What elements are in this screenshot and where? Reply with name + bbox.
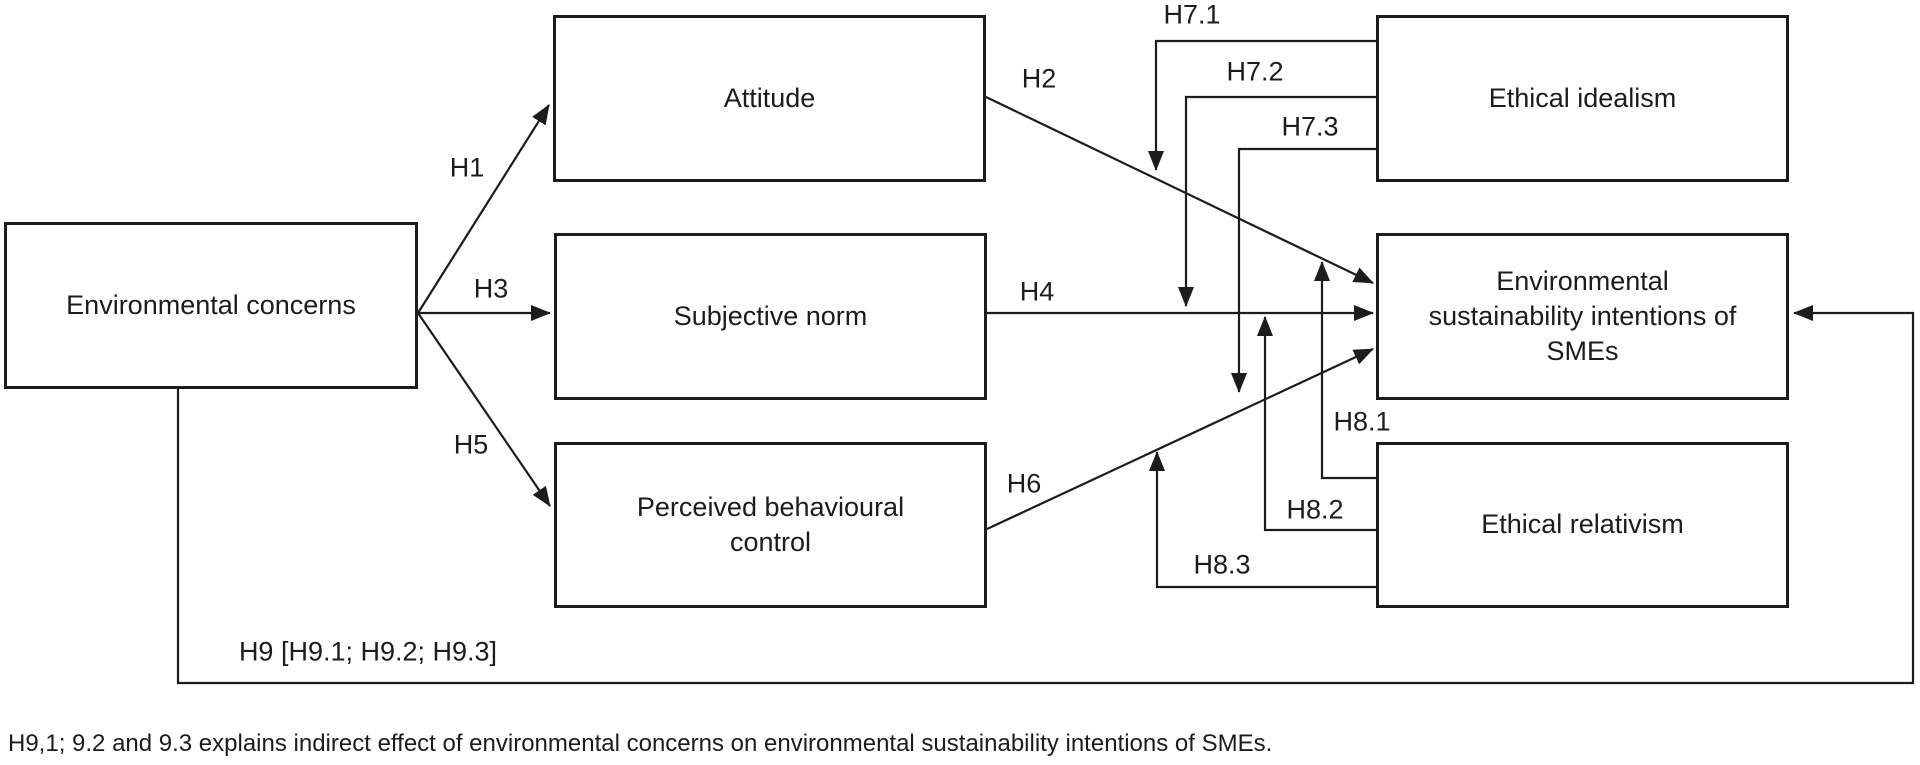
arrow-h5 <box>417 312 551 507</box>
arrow-h1 <box>417 104 550 314</box>
node-ethical-idealism: Ethical idealism <box>1376 15 1789 182</box>
arrow-h7-2 <box>1178 95 1376 307</box>
arrow-h8-1 <box>1314 261 1376 480</box>
node-ethical-relativism-label: Ethical relativism <box>1481 509 1684 540</box>
hypothesis-label-h7-1: H7.1 <box>1163 0 1221 30</box>
node-perceived-behavioural-control-label: Perceived behavioural control <box>636 491 905 557</box>
arrow-h8-3 <box>1149 451 1376 589</box>
node-environmental-sustainability-intentions-label: Environmental sustainability intentions … <box>1428 265 1737 367</box>
node-environmental-concerns-label: Environmental concerns <box>66 289 356 320</box>
arrow-h7-3 <box>1231 147 1376 393</box>
hypothesis-label-h2: H2 <box>1021 63 1057 94</box>
node-environmental-sustainability-intentions: Environmental sustainability intentions … <box>1376 233 1789 400</box>
node-attitude-label: Attitude <box>723 82 816 113</box>
arrow-h8-2 <box>1257 316 1376 532</box>
node-subjective-norm: Subjective norm <box>554 233 987 400</box>
node-ethical-idealism-label: Ethical idealism <box>1488 82 1677 113</box>
arrow-h7-1 <box>1148 39 1376 171</box>
arrow-h6 <box>986 348 1374 530</box>
hypothesis-label-h4: H4 <box>1019 276 1055 307</box>
arrow-h2 <box>985 96 1374 284</box>
hypothesis-label-h7-2: H7.2 <box>1226 56 1284 87</box>
hypothesis-label-h8-3: H8.3 <box>1193 549 1251 580</box>
node-environmental-concerns: Environmental concerns <box>4 222 418 389</box>
diagram-footnote: H9,1; 9.2 and 9.3 explains indirect effe… <box>8 730 1273 757</box>
hypothesis-label-h3: H3 <box>473 273 509 304</box>
node-subjective-norm-label: Subjective norm <box>673 300 868 331</box>
node-attitude: Attitude <box>553 15 986 182</box>
hypothesis-label-h8-2: H8.2 <box>1286 494 1344 525</box>
node-ethical-relativism: Ethical relativism <box>1376 442 1789 608</box>
hypothesis-label-h6: H6 <box>1006 468 1042 499</box>
hypothesis-label-h7-3: H7.3 <box>1281 111 1339 142</box>
arrow-h9 <box>176 305 1915 685</box>
hypothesis-label-h1: H1 <box>449 152 485 183</box>
hypothesis-label-h8-1: H8.1 <box>1333 406 1391 437</box>
hypothesis-label-h9: H9 [H9.1; H9.2; H9.3] <box>238 636 498 667</box>
hypothesis-label-h5: H5 <box>453 429 489 460</box>
node-perceived-behavioural-control: Perceived behavioural control <box>554 442 987 608</box>
